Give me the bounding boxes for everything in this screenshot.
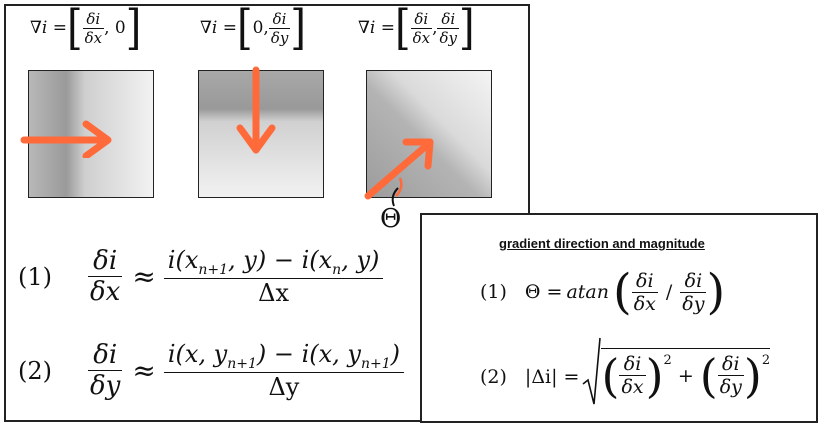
fraction-denominator: δx: [631, 291, 658, 315]
fraction-numerator: δi: [441, 9, 456, 28]
rhs-part: , y): [341, 246, 380, 275]
fraction-numerator: δi: [684, 269, 703, 292]
gradient-x-label: ∇i = [ δi δx , 0 ]: [30, 4, 141, 52]
subscript: n+1: [198, 261, 229, 278]
fraction-denominator: δx: [619, 375, 646, 398]
rhs-part: ): [390, 340, 401, 369]
approx-symbol: ≈: [132, 354, 156, 387]
horizontal-edge-svg: [199, 71, 323, 197]
subscript: n: [332, 261, 342, 278]
gradient-y-label: ∇i = [ 0, δi δy ]: [200, 4, 306, 52]
fraction-numerator: i(xn+1, y) − i(xn, y): [166, 246, 382, 278]
horizontal-edge-image: [198, 70, 324, 198]
fraction-numerator: δi: [414, 9, 429, 28]
separator: ,: [432, 18, 438, 38]
rhs-part: ) − i(x, y: [256, 340, 361, 369]
sqrt-content: ( δi δx ) 2 + ( δi δy ) 2: [601, 347, 771, 403]
fraction-numerator: δi: [93, 246, 118, 276]
fraction-numerator: δi: [722, 353, 740, 375]
left-paren: (: [613, 264, 632, 320]
fraction-numerator: δi: [93, 340, 118, 370]
dx-fraction: δi δx: [631, 269, 658, 315]
dy-fraction: δi δy: [680, 269, 707, 315]
partial-y-fraction: δi δy: [88, 340, 123, 401]
theta-lhs: Θ =: [524, 281, 563, 303]
right-bracket: ]: [459, 0, 475, 56]
dy-fraction: δi δy: [268, 9, 291, 47]
fraction-denominator: δx: [88, 276, 123, 307]
right-paren: ): [645, 348, 664, 403]
finite-difference-x: i(xn+1, y) − i(xn, y) Δx: [163, 246, 384, 307]
right-paren: ): [743, 348, 762, 403]
gradient-x-lhs: ∇i =: [30, 18, 67, 38]
panel-title: gradient direction and magnitude: [499, 236, 705, 251]
dy-fraction: δi δy: [717, 353, 744, 398]
rhs-part: i(x: [167, 246, 199, 275]
fraction-numerator: δi: [86, 9, 101, 28]
gradient-xy-lhs: ∇i =: [358, 18, 395, 38]
exponent: 2: [663, 352, 672, 368]
dx-fraction: δi δx: [619, 353, 646, 398]
finite-difference-y: i(x, yn+1) − i(x, yn+1) Δy: [163, 340, 405, 401]
fraction-denominator: δy: [88, 370, 123, 401]
fraction-numerator: δi: [623, 353, 642, 375]
partial-x-equation: (1) δi δx ≈ i(xn+1, y) − i(xn, y) Δx: [18, 246, 384, 307]
vertical-edge-svg: [29, 71, 153, 197]
left-bracket: [: [236, 0, 253, 56]
fraction-denominator: δy: [680, 291, 707, 315]
fraction-numerator: i(x, yn+1) − i(x, yn+1): [166, 340, 402, 372]
rhs-part: , y) − i(x: [228, 246, 333, 275]
exponent: 2: [761, 352, 771, 368]
atan-function: atan: [566, 281, 609, 303]
partial-y-equation: (2) δi δy ≈ i(x, yn+1) − i(x, yn+1) Δy: [18, 340, 405, 401]
gradient-xy-label: ∇i = [ δi δx , δi δy ]: [358, 4, 475, 52]
dy-fraction: δi δy: [437, 10, 459, 47]
direction-equation: (1) Θ = atan ( δi δx / δi δy ): [480, 268, 725, 316]
right-paren: ): [706, 264, 726, 320]
fraction-denominator: Δy: [163, 371, 405, 401]
equation-tag: (2): [18, 356, 52, 385]
fraction-numerator: δi: [636, 269, 654, 292]
diagonal-arrow-icon: [364, 138, 434, 200]
left-bracket: [: [394, 0, 411, 56]
equation-tag: (2): [480, 366, 507, 388]
subscript: n+1: [227, 355, 257, 372]
fraction-denominator: δy: [717, 375, 744, 398]
down-arrow-icon: [236, 66, 276, 154]
gradient-y-lhs: ∇i =: [200, 18, 237, 38]
subscript: n+1: [360, 355, 391, 372]
left-paren: (: [601, 348, 620, 403]
gradient-y-head: 0,: [252, 18, 269, 38]
divide-slash: /: [665, 281, 673, 303]
dx-fraction: δi δx: [82, 9, 105, 47]
fraction-denominator: δx: [410, 27, 433, 47]
magnitude-lhs: |Δi| =: [524, 366, 580, 388]
fraction-denominator: δy: [437, 27, 459, 47]
partial-x-fraction: δi δx: [88, 246, 123, 307]
right-bracket: ]: [290, 0, 306, 56]
sqrt-sign: [582, 337, 602, 405]
fraction-denominator: δx: [82, 27, 105, 47]
left-bracket: [: [66, 0, 83, 56]
approx-symbol: ≈: [132, 260, 156, 293]
gradient-x-tail: , 0: [104, 18, 126, 38]
left-paren: (: [699, 348, 718, 403]
right-arrow-icon: [20, 120, 112, 158]
vertical-edge-image: [28, 70, 154, 198]
gradient-direction-panel: [420, 213, 818, 423]
angle-tick: [391, 187, 399, 207]
fraction-numerator: δi: [272, 9, 287, 28]
magnitude-equation: (2) |Δi| = ( δi δx ) 2 + ( δi δy ) 2: [480, 337, 771, 410]
equation-tag: (1): [480, 281, 507, 303]
equation-tag: (1): [18, 262, 52, 291]
fraction-denominator: Δx: [163, 277, 384, 307]
plus-sign: +: [677, 364, 694, 387]
right-bracket: ]: [125, 0, 142, 56]
dx-fraction: δi δx: [410, 9, 433, 47]
fraction-denominator: δy: [268, 27, 291, 47]
theta-label: Θ: [380, 204, 402, 234]
rhs-part: i(x, y: [167, 340, 228, 369]
